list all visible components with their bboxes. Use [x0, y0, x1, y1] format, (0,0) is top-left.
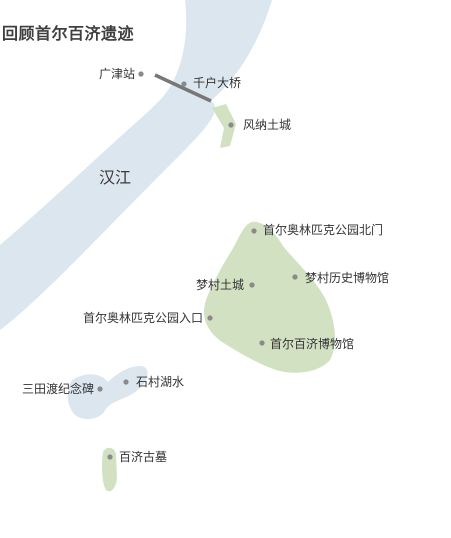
- label-olympic-entrance: 首尔奥林匹克公园入口: [82, 311, 203, 325]
- label-mongchon-toseong: 梦村土城: [195, 278, 244, 292]
- label-mongchon-museum: 梦村历史博物馆: [305, 271, 390, 285]
- marker-samjeondo-monument: [97, 386, 103, 392]
- label-baekje-museum: 首尔百济博物馆: [270, 337, 355, 351]
- label-pungnap-toseong: 风纳土城: [243, 118, 292, 132]
- marker-olympic-north-gate: [251, 228, 257, 234]
- marker-pungnap-toseong: [228, 122, 234, 128]
- label-samjeondo-monument: 三田渡纪念碑: [21, 382, 94, 396]
- pungnap-toseong-area: [212, 104, 236, 148]
- baekje-tombs-area: [102, 447, 117, 492]
- marker-olympic-entrance: [207, 315, 213, 321]
- olympic-park-area: [203, 221, 335, 373]
- label-gwangnaru-station: 广津站: [98, 67, 135, 81]
- marker-mongchon-toseong: [249, 282, 255, 288]
- marker-seokchon-lake: [123, 379, 129, 385]
- label-cheonho-bridge: 千户大桥: [193, 76, 242, 90]
- label-seokchon-lake: 石村湖水: [136, 375, 185, 389]
- marker-baekje-museum: [259, 340, 265, 346]
- han-river-main: [0, 0, 272, 330]
- marker-gwangnaru-station: [138, 71, 144, 77]
- marker-cheonho-bridge: [181, 81, 187, 87]
- map-title: 回顾首尔百济遗迹: [2, 24, 135, 43]
- cheonho-bridge: [154, 73, 212, 103]
- marker-mongchon-museum: [292, 274, 298, 280]
- label-baekje-tombs: 百济古墓: [119, 450, 168, 464]
- label-olympic-north-gate: 首尔奥林匹克公园北门: [263, 223, 384, 237]
- seokchon-lake: [67, 365, 148, 420]
- marker-baekje-tombs: [107, 454, 113, 460]
- han-river-label: 汉江: [99, 168, 132, 187]
